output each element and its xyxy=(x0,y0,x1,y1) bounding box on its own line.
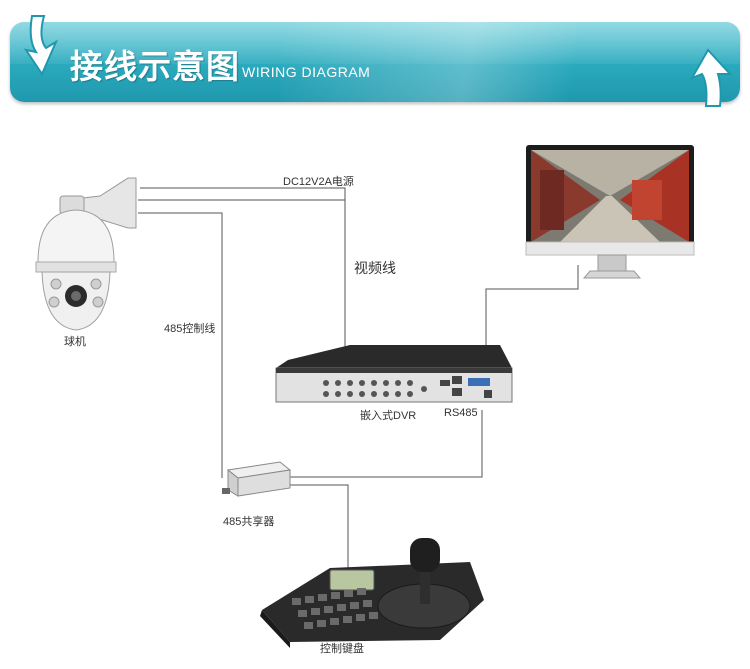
keyboard-label: 控制键盘 xyxy=(320,643,364,655)
dvr-label: 嵌入式DVR xyxy=(360,410,417,422)
arrow-down-icon xyxy=(23,15,59,77)
dvr-device xyxy=(275,345,513,403)
monitor-cable-line xyxy=(485,265,579,378)
keyboard-cable-line xyxy=(290,484,349,572)
rs485-label: RS485 xyxy=(444,407,478,419)
page-subtitle: WIRING DIAGRAM xyxy=(242,64,371,80)
splitter-label: 485共享器 xyxy=(223,516,275,528)
rs485-splitter xyxy=(222,461,292,497)
power-cable-label: DC12V2A电源 xyxy=(283,176,354,188)
banner-streak xyxy=(280,22,700,102)
dome-camera-label: 球机 xyxy=(64,336,86,348)
video-cable-label: 视频线 xyxy=(354,260,396,276)
arrow-up-icon xyxy=(689,48,733,107)
control-cable-line xyxy=(138,212,223,478)
control-keyboard xyxy=(260,538,484,648)
rs485-cable-line xyxy=(290,410,483,478)
header-banner: 接线示意图 WIRING DIAGRAM xyxy=(10,22,740,102)
control-cable-label: 485控制线 xyxy=(164,323,216,335)
monitor xyxy=(525,145,695,279)
page-title: 接线示意图 xyxy=(70,47,240,86)
dome-camera xyxy=(35,177,137,331)
power-cable-line xyxy=(140,187,346,352)
banner-gloss xyxy=(10,22,740,64)
